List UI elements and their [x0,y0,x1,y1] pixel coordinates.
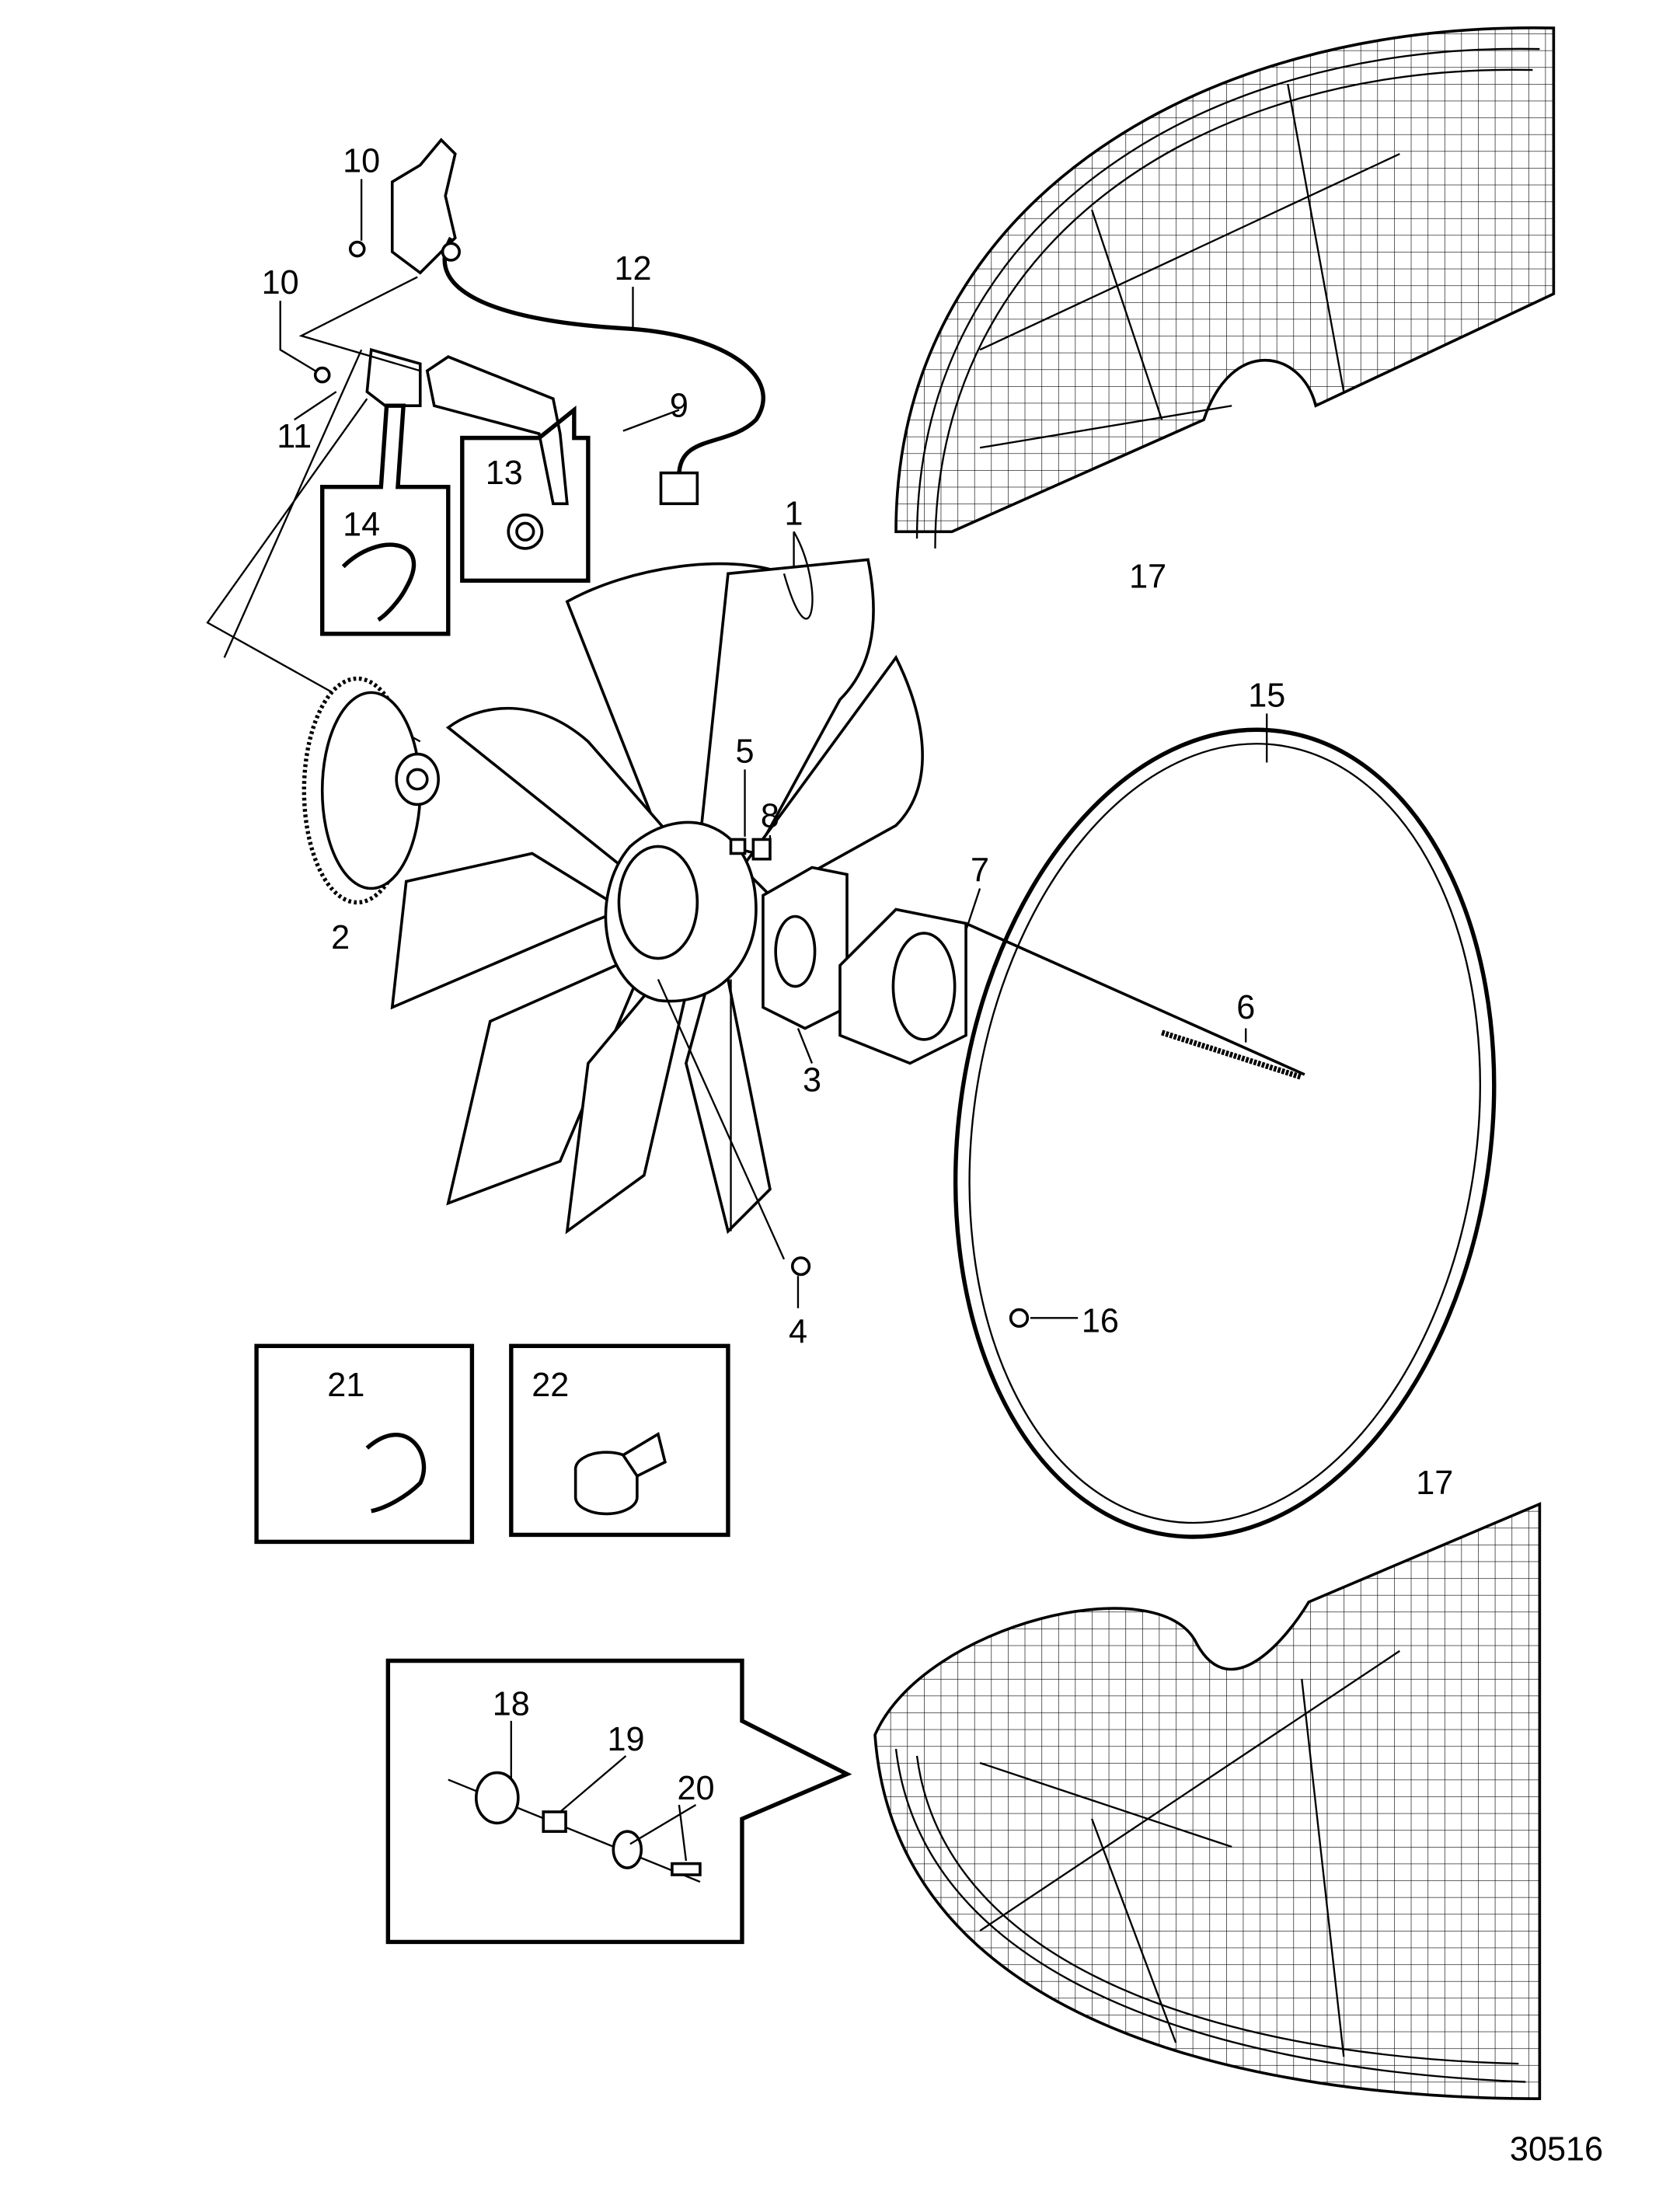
detail-box-isolator [385,1658,852,1945]
callout-labels: 1 2 3 4 5 6 7 8 9 10 10 11 12 13 14 15 1… [262,142,1603,2168]
small-parts [657,531,1305,1328]
callout-3: 3 [803,1062,821,1099]
fan-shroud-ring [953,713,1497,1539]
callout-6: 6 [1236,989,1255,1026]
callout-20: 20 [677,1770,714,1807]
callout-21: 21 [327,1367,364,1404]
callout-17: 17 [1416,1465,1453,1502]
fan-guard-upper [894,26,1556,549]
callout-12: 12 [614,250,651,287]
sensor-bracket-assembly [206,138,795,743]
detail-box-22 [509,1343,730,1538]
detail-box-13 [460,406,591,583]
callout-9: 9 [670,388,688,425]
callout-15: 15 [1248,677,1285,714]
callout-22: 22 [532,1367,569,1404]
detail-box-21 [254,1343,475,1545]
callout-16: 16 [1082,1302,1119,1339]
callout-7: 7 [971,852,989,889]
callout-10: 10 [343,142,380,179]
callout-19: 19 [607,1721,644,1758]
callout-11: 11 [277,418,312,455]
callout-10: 10 [262,264,299,301]
fan-clutch [301,676,440,905]
callout-8: 8 [761,797,779,834]
callout-4: 4 [789,1314,807,1351]
detail-box-14 [320,403,451,636]
callout-14: 14 [343,507,380,544]
callout-18: 18 [493,1686,530,1723]
fan-guard-lower [873,1502,1542,2100]
callout-2: 2 [331,919,350,956]
callout-5: 5 [736,733,755,770]
callout-17: 17 [1129,558,1166,595]
callout-13: 13 [486,455,523,492]
figure-id: 30516 [1510,2130,1603,2168]
callout-1: 1 [785,495,803,532]
fan [390,558,924,1235]
